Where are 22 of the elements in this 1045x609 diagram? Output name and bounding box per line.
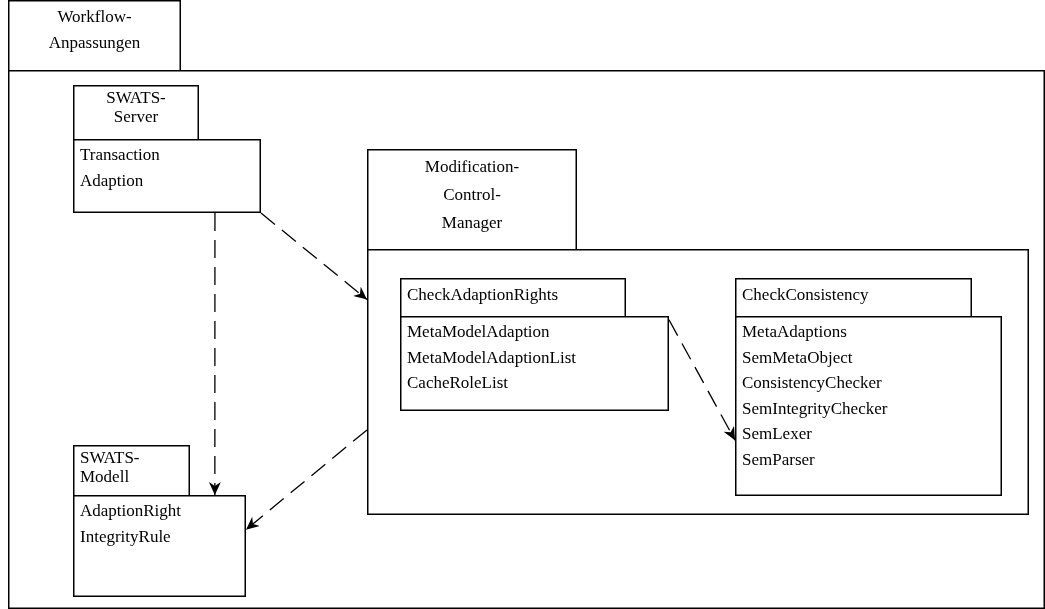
class-name: SemLexer [742, 423, 812, 445]
package-name: CheckAdaptionRights [407, 285, 559, 304]
dependency-arrow [668, 319, 736, 441]
class-name: SemParser [742, 448, 815, 471]
dependency-arrow [208, 212, 221, 496]
package-name: SWATS-Server [105, 87, 167, 127]
class-name: CacheRoleList [407, 372, 509, 394]
class-name: Transaction Adaption [80, 144, 161, 192]
package-name: SWATS-Modell [80, 447, 141, 487]
class-name: IntegrityRule [80, 525, 171, 548]
dependency-arrow [245, 429, 368, 531]
class-name: AdaptionRight [80, 500, 182, 522]
class-name: MetaModelAdaptionList [407, 346, 577, 369]
package-name: Workflow-Anpassungen [47, 6, 142, 54]
class-name: ConsistencyChecker [742, 372, 882, 394]
package-name: CheckConsistency [742, 285, 869, 304]
class-name: SemIntegrityChecker [742, 397, 888, 420]
class-name: SemMetaObject [742, 346, 853, 369]
package-name: Modification-Control-Manager [423, 156, 521, 235]
class-name: MetaAdaptions [742, 321, 847, 343]
class-name: MetaModelAdaption [407, 321, 550, 343]
dependency-arrow [260, 212, 368, 301]
